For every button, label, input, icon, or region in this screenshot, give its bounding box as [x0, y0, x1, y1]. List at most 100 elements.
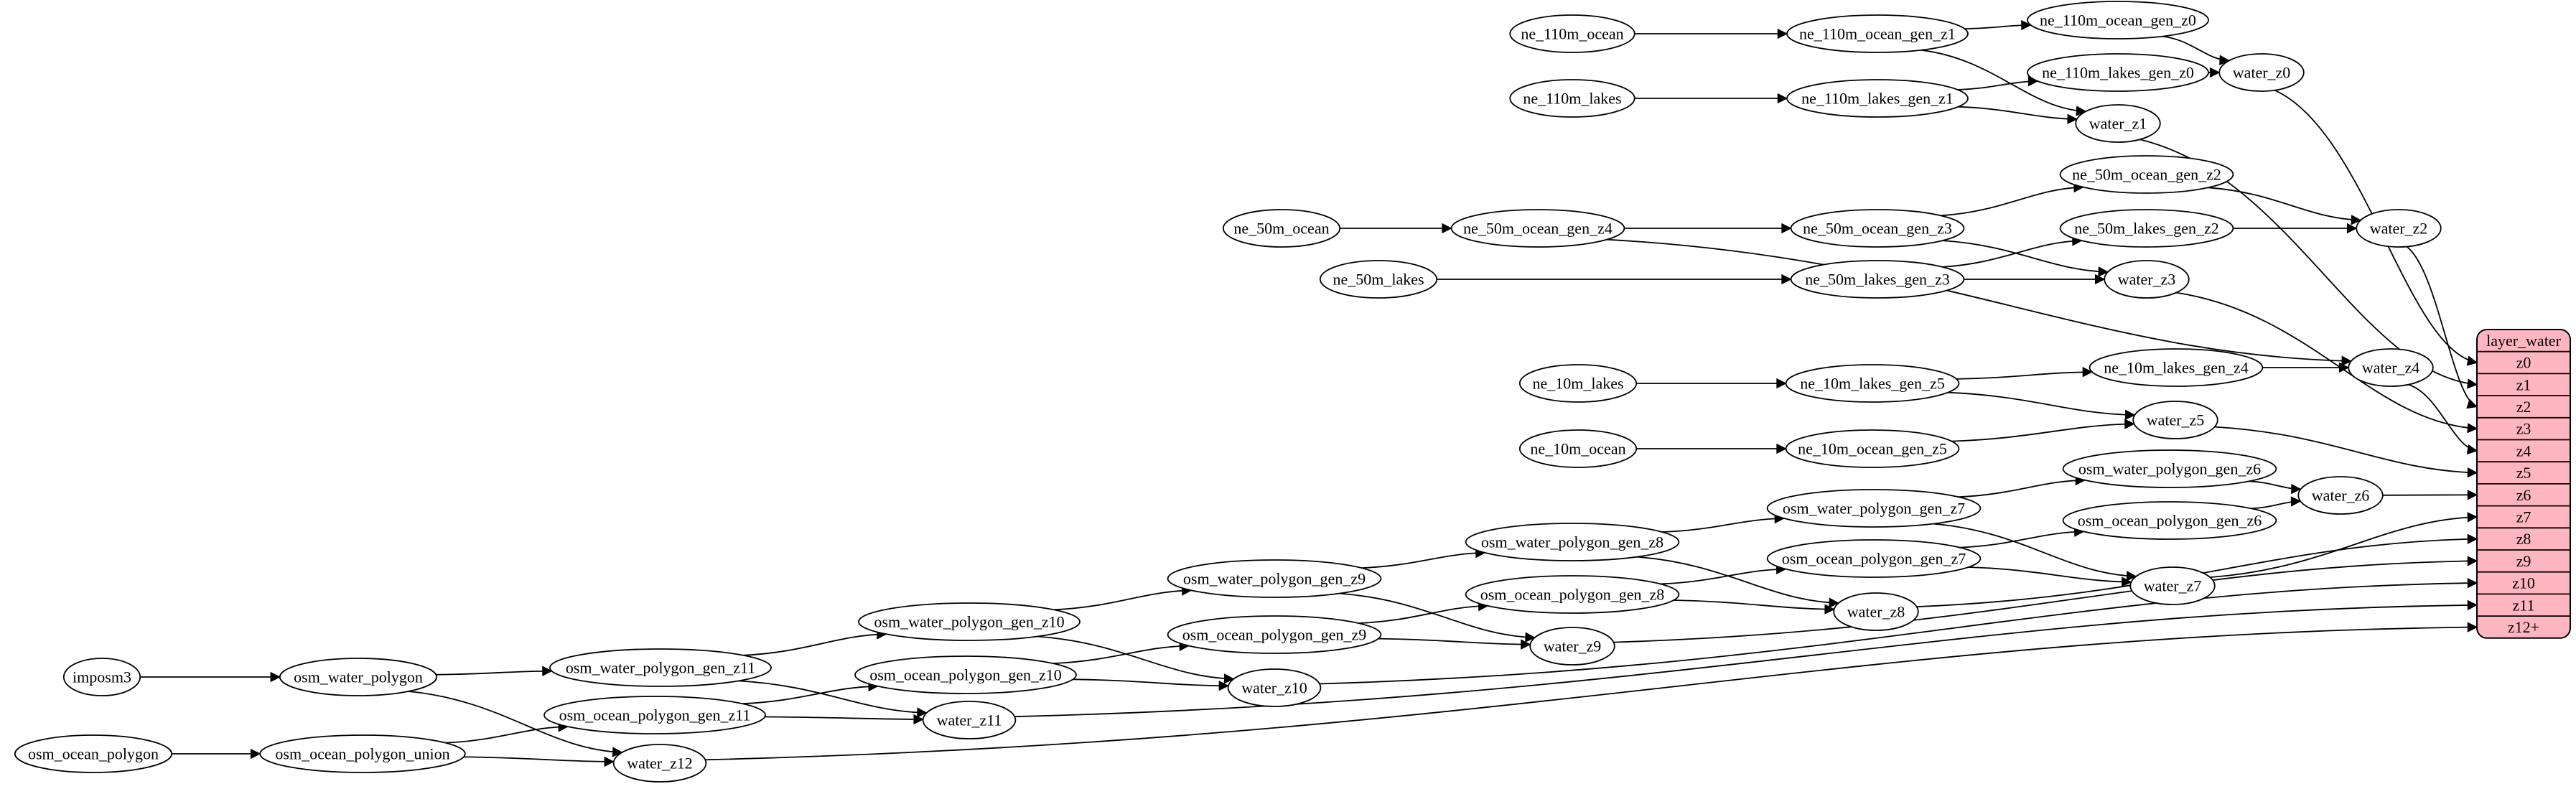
layer-water-row-z7: z7 — [2516, 508, 2531, 526]
edge-osm_water_polygon-to-water_z12 — [408, 691, 623, 757]
node-label: ne_10m_ocean_gen_z5 — [1798, 440, 1947, 458]
node-label: ne_110m_ocean — [1521, 25, 1623, 43]
edge-ne_50m_ocean_gen_z3-to-ne_50m_ocean_gen_z2 — [1941, 182, 2084, 217]
node-label: osm_water_polygon_gen_z8 — [1481, 533, 1663, 551]
edge-osm_ocean_polygon_gen_z11-to-osm_ocean_polygon_gen_z10 — [742, 681, 879, 705]
layer-water-row-z3: z3 — [2516, 420, 2531, 438]
node-label: osm_ocean_polygon_gen_z7 — [1782, 550, 1966, 568]
node-ellipse — [1450, 209, 1625, 248]
edges-layer — [140, 19, 2478, 767]
node-ellipse — [1465, 575, 1680, 614]
edge-osm_ocean_polygon_gen_z9-to-osm_ocean_polygon_gen_z8 — [1358, 600, 1489, 624]
node-label: water_z4 — [2362, 359, 2420, 377]
node-osm-water-polygon-gen-z7: osm_water_polygon_gen_z7 — [1766, 489, 1982, 528]
layer-water-table-header: layer_water — [2486, 332, 2561, 350]
node-ne-50m-lakes-gen-z2: ne_50m_lakes_gen_z2 — [2059, 209, 2234, 248]
node-water-z1: water_z1 — [2075, 104, 2161, 143]
node-ellipse — [1222, 209, 1341, 248]
node-ellipse — [1518, 364, 1638, 403]
node-ellipse — [858, 602, 1081, 641]
layer-water-row-z9: z9 — [2516, 552, 2531, 570]
node-label: osm_water_polygon — [294, 668, 423, 686]
node-label: water_z10 — [1241, 679, 1307, 697]
node-ellipse — [2129, 566, 2216, 605]
node-osm-water-polygon-gen-z9: osm_water_polygon_gen_z9 — [1167, 559, 1382, 598]
edge-osm_water_polygon_gen_z9-to-water_z9 — [1339, 592, 1536, 643]
node-ellipse — [2062, 449, 2277, 488]
node-ellipse — [2089, 348, 2264, 387]
edge-osm_water_polygon_gen_z10-to-osm_water_polygon_gen_z9 — [1054, 585, 1193, 611]
edge-osm_water_polygon_gen_z11-to-water_z11 — [738, 680, 928, 718]
node-label: water_z12 — [627, 755, 693, 772]
node-osm-water-polygon-gen-z10: osm_water_polygon_gen_z10 — [858, 602, 1081, 641]
node-ellipse — [1167, 559, 1382, 598]
node-osm-water-polygon-gen-z6: osm_water_polygon_gen_z6 — [2062, 449, 2277, 488]
node-label: water_z1 — [2089, 115, 2147, 133]
node-ellipse — [1766, 539, 1982, 578]
node-label: ne_110m_ocean_gen_z0 — [2040, 11, 2196, 29]
node-label: ne_10m_lakes — [1532, 375, 1623, 393]
node-ellipse — [62, 658, 141, 696]
edge-water_z2-to-layer_water-z2 — [2406, 246, 2478, 409]
node-ne-110m-ocean-gen-z0: ne_110m_ocean_gen_z0 — [2027, 1, 2209, 39]
node-label: osm_water_polygon_gen_z7 — [1783, 500, 1965, 518]
node-label: osm_ocean_polygon_gen_z11 — [559, 706, 751, 724]
node-label: ne_110m_lakes_gen_z1 — [1801, 90, 1954, 108]
node-osm-ocean-polygon-gen-z7: osm_ocean_polygon_gen_z7 — [1766, 539, 1982, 578]
node-label: water_z9 — [1544, 638, 1602, 655]
node-label: osm_water_polygon_gen_z10 — [874, 613, 1064, 631]
edge-water_z10-to-layer_water-z10 — [1319, 577, 2478, 685]
edge-ne_50m_ocean_gen_z3-to-water_z3 — [1942, 240, 2109, 277]
edge-ne_50m_ocean_gen_z4-to-water_z4 — [1606, 238, 2352, 366]
node-water-z8: water_z8 — [1833, 592, 1919, 631]
edge-water_z5-to-layer_water-z5 — [2214, 426, 2478, 478]
node-label: water_z0 — [2233, 64, 2291, 82]
node-ellipse — [279, 658, 438, 696]
edge-osm_ocean_polygon_gen_z8-to-osm_ocean_polygon_gen_z7 — [1660, 564, 1787, 585]
edge-osm_ocean_polygon_gen_z9-to-water_z9 — [1378, 638, 1531, 650]
node-ellipse — [1509, 79, 1635, 118]
node-ellipse — [1766, 489, 1982, 528]
node-osm-ocean-polygon-gen-z9: osm_ocean_polygon_gen_z9 — [1167, 615, 1382, 654]
edge-osm_ocean_polygon_gen_z10-to-water_z10 — [1073, 678, 1230, 691]
node-osm-water-polygon: osm_water_polygon — [279, 658, 438, 696]
node-ne-50m-ocean: ne_50m_ocean — [1222, 209, 1341, 248]
node-label: water_z8 — [1847, 603, 1905, 621]
node-label: water_z2 — [2370, 220, 2428, 238]
edge-osm_water_polygon_gen_z10-to-water_z10 — [1037, 635, 1235, 684]
node-ellipse — [1518, 429, 1638, 468]
node-imposm3: imposm3 — [62, 658, 141, 696]
node-ne-10m-lakes-gen-z5: ne_10m_lakes_gen_z5 — [1785, 364, 1960, 403]
node-label: water_z11 — [937, 711, 1002, 729]
edge-ne_110m_lakes_gen_z1-to-ne_110m_lakes_gen_z0 — [1957, 76, 2039, 90]
node-ellipse — [2132, 401, 2218, 439]
node-ellipse — [543, 696, 766, 734]
node-label: ne_50m_ocean_gen_z3 — [1803, 220, 1952, 238]
node-water-z11: water_z11 — [922, 701, 1017, 739]
edge-osm_water_polygon_gen_z8-to-osm_water_polygon_gen_z7 — [1662, 513, 1786, 533]
node-ne-50m-lakes-gen-z3: ne_50m_lakes_gen_z3 — [1790, 260, 1965, 299]
layer-water-row-z6: z6 — [2516, 486, 2531, 504]
node-ellipse — [1227, 668, 1322, 707]
edge-water_z12-to-layer_water-z12plus — [705, 622, 2478, 761]
node-osm-water-polygon-gen-z8: osm_water_polygon_gen_z8 — [1465, 523, 1680, 561]
layer-water-row-z8: z8 — [2516, 530, 2531, 548]
node-ellipse — [1167, 615, 1382, 654]
node-water-z0: water_z0 — [2218, 53, 2305, 92]
node-label: osm_water_polygon_gen_z9 — [1183, 570, 1366, 588]
node-ellipse — [1529, 627, 1615, 666]
node-label: water_z7 — [2144, 577, 2202, 595]
node-ellipse — [2075, 104, 2161, 143]
node-ellipse — [1786, 14, 1969, 53]
edge-osm_water_polygon-to-osm_water_polygon_gen_z11 — [436, 666, 553, 676]
node-label: ne_50m_ocean — [1233, 220, 1329, 238]
node-osm-ocean-polygon-gen-z10: osm_ocean_polygon_gen_z10 — [854, 655, 1077, 694]
node-label: osm_ocean_polygon_gen_z9 — [1182, 626, 1367, 644]
node-ellipse — [1833, 592, 1919, 631]
edge-osm_water_polygon_gen_z8-to-water_z8 — [1637, 556, 1839, 608]
node-label: ne_50m_lakes_gen_z2 — [2074, 220, 2219, 238]
node-ne-10m-lakes-gen-z4: ne_10m_lakes_gen_z4 — [2089, 348, 2264, 387]
node-ne-10m-ocean: ne_10m_ocean — [1518, 429, 1638, 468]
node-water-z7: water_z7 — [2129, 566, 2216, 605]
